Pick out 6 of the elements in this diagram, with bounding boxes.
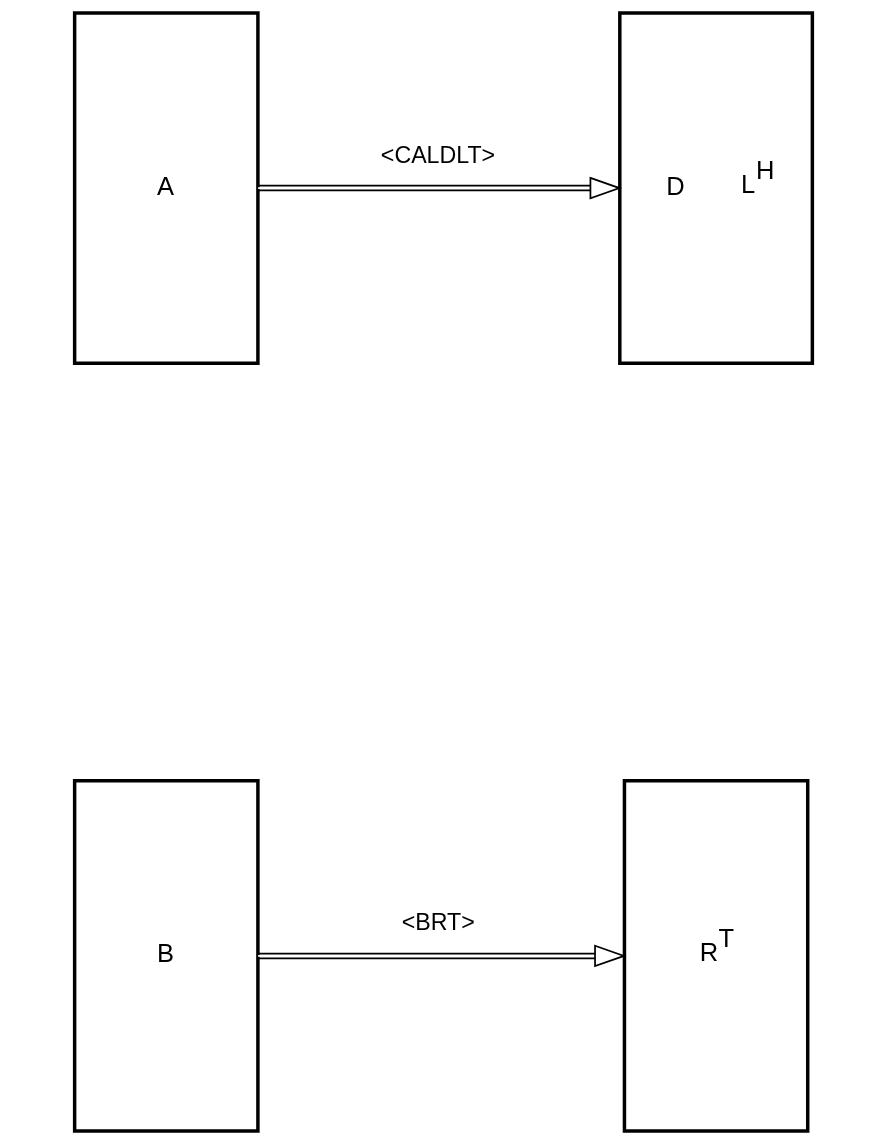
edge-label: <BRT> — [401, 909, 475, 936]
edge-label: <CALDLT> — [380, 141, 496, 168]
node-box: A — [72, 11, 260, 365]
node-box: B — [72, 779, 260, 1133]
arrow — [257, 176, 623, 200]
arrow — [257, 944, 627, 968]
